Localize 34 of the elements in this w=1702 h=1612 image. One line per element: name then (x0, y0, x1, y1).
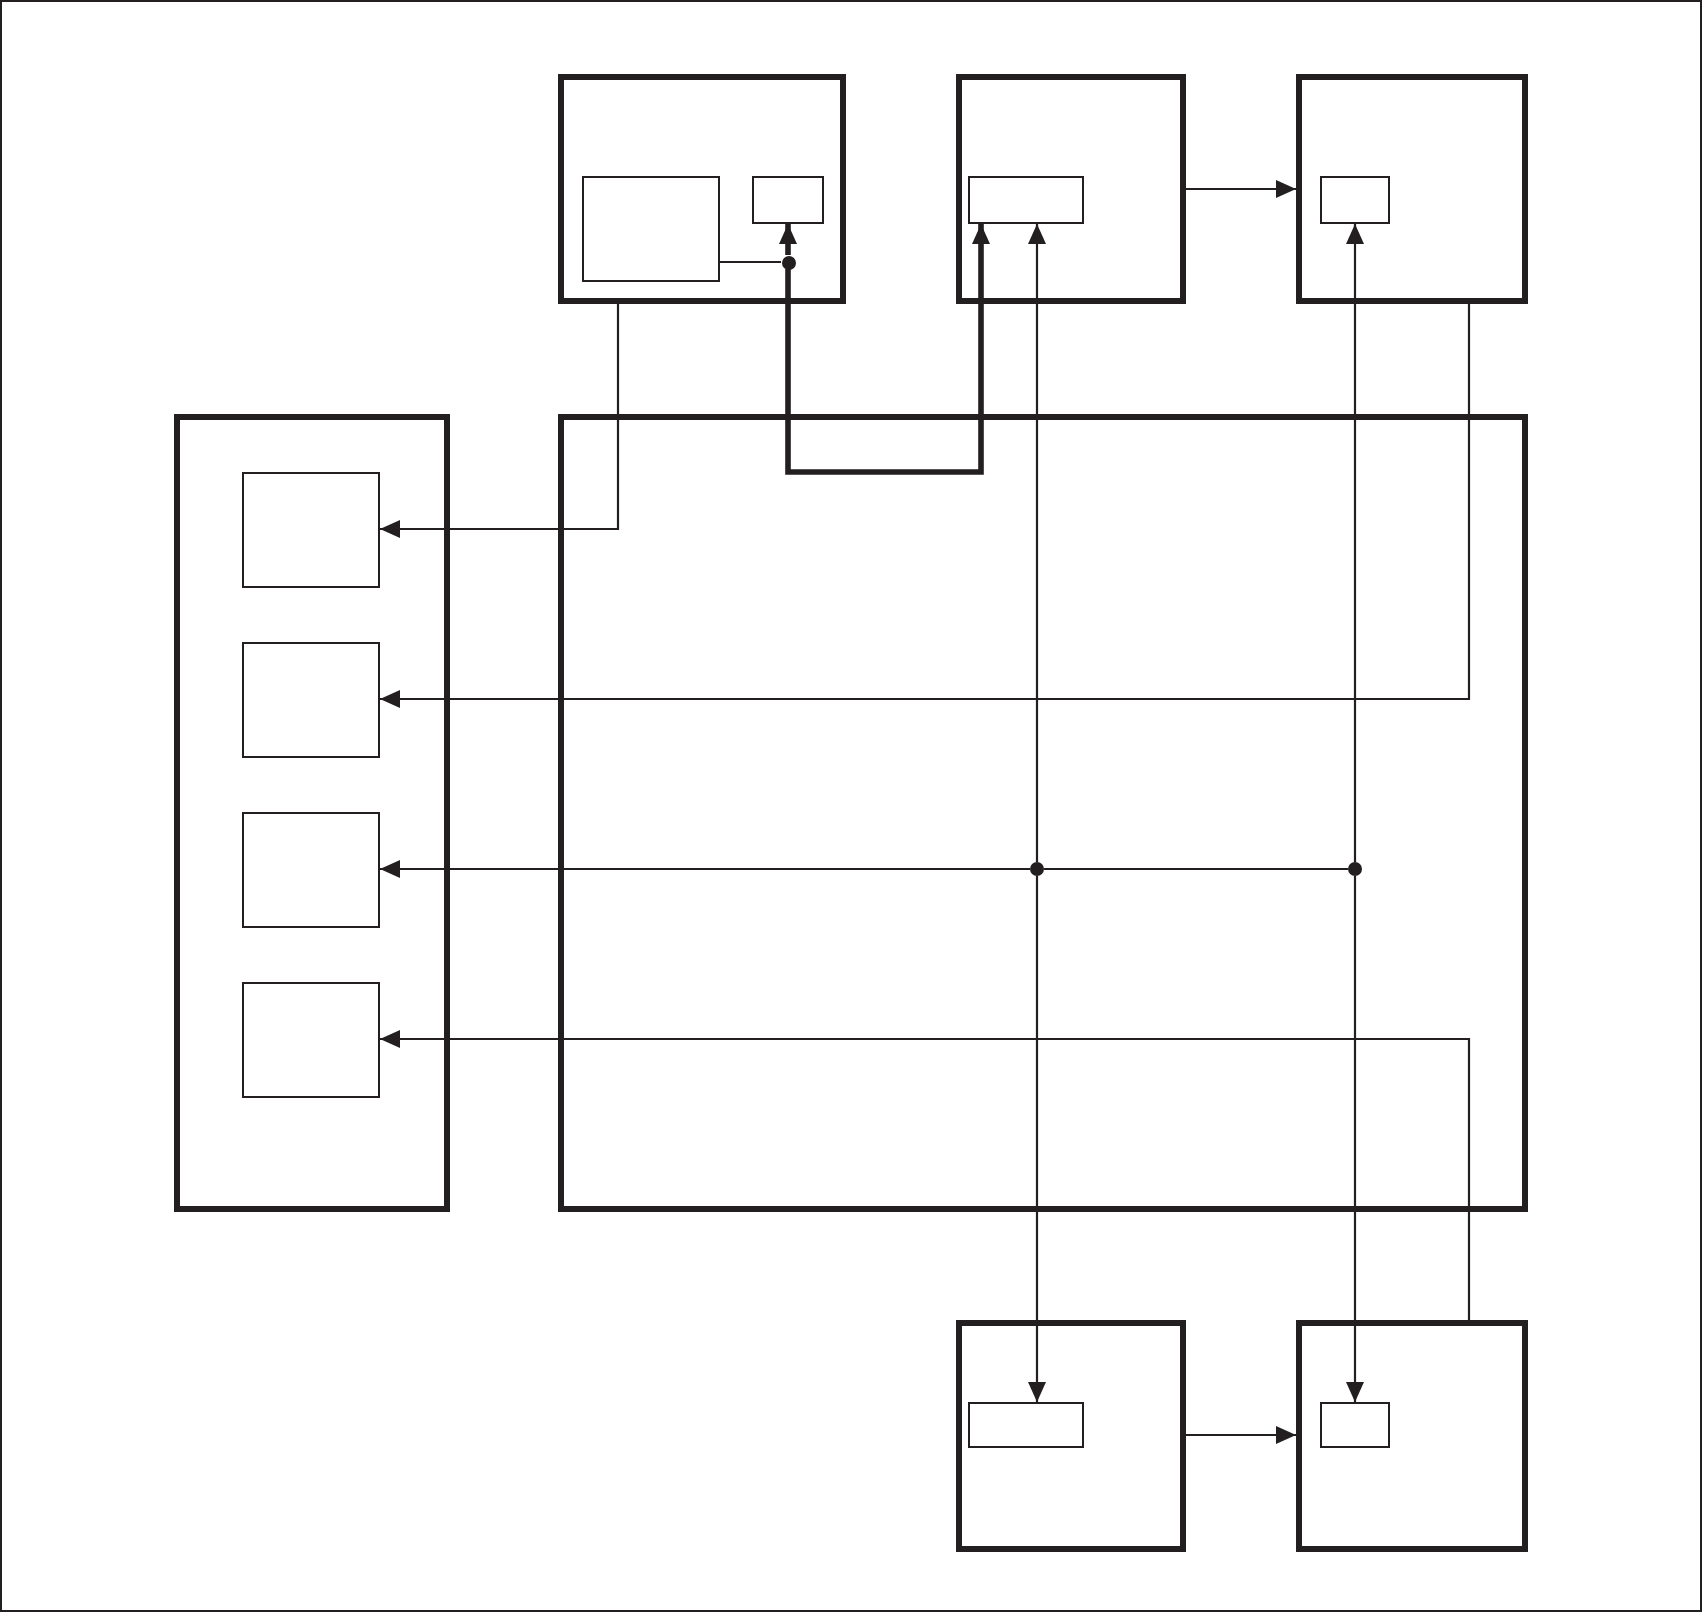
sub-block (1320, 176, 1390, 224)
arrow (779, 224, 797, 255)
unit-block (1296, 1320, 1528, 1552)
junction-dot (1348, 862, 1362, 876)
junction-dot (1030, 862, 1044, 876)
sub-block (242, 812, 380, 928)
arrow (785, 224, 990, 475)
sub-block (968, 176, 1084, 224)
sub-block (242, 472, 380, 588)
sub-block (242, 982, 380, 1098)
central-block (558, 414, 1528, 1212)
unit-block (558, 74, 846, 304)
arrow (380, 860, 1030, 878)
arrow (1028, 876, 1046, 1402)
arrow (1346, 876, 1364, 1402)
arrow (1186, 180, 1296, 198)
sub-block (752, 176, 824, 224)
sub-block (582, 176, 720, 282)
unit-block (956, 74, 1186, 304)
sub-block (968, 1402, 1084, 1448)
side-panel (174, 414, 450, 1212)
connector-line (1044, 867, 1348, 871)
sub-block (1320, 1402, 1390, 1448)
arrow (1186, 1426, 1296, 1444)
unit-block (1296, 74, 1528, 304)
unit-block (956, 1320, 1186, 1552)
junction-dot (781, 255, 795, 269)
arrow (380, 1030, 1471, 1320)
arrow (380, 304, 620, 538)
arrow (1028, 224, 1046, 862)
arrow (380, 304, 1471, 708)
sub-block (242, 642, 380, 758)
connector-line (720, 260, 781, 264)
arrow (1346, 224, 1364, 862)
